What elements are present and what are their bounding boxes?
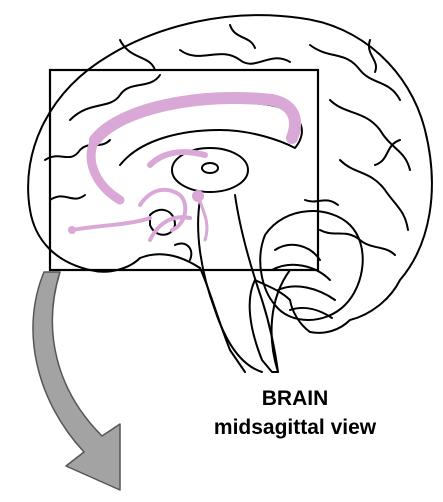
limbic-structures-highlight xyxy=(68,98,295,240)
caption-subtitle: midsagittal view xyxy=(210,413,380,442)
caption-title: BRAIN xyxy=(210,384,380,413)
caption: BRAIN midsagittal view xyxy=(210,384,380,442)
brain-midsagittal-illustration xyxy=(28,15,432,372)
curved-down-arrow xyxy=(33,272,120,490)
